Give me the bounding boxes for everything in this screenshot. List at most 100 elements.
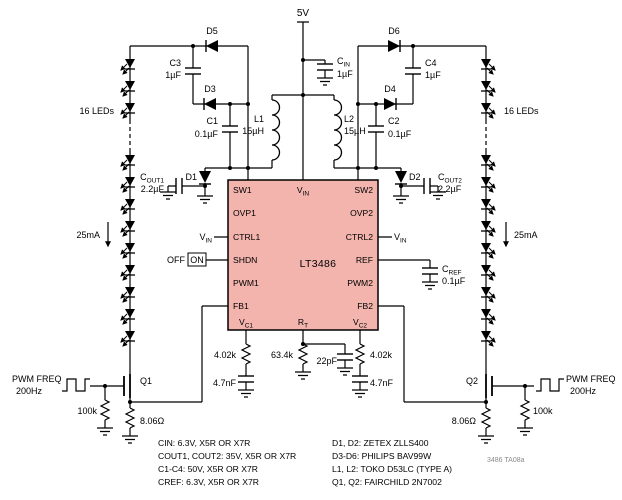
l1-ref-label: L1 <box>254 114 264 124</box>
pin-sw2: SW2 <box>354 185 373 195</box>
led-symbol <box>481 243 495 258</box>
pin-sw1: SW1 <box>233 185 252 195</box>
ground-icon <box>121 435 139 444</box>
led-symbol <box>121 199 135 214</box>
wires-pump-left <box>130 45 249 196</box>
led-current-right-label: 25mA <box>514 230 538 240</box>
led-symbol <box>481 199 495 214</box>
capacitor-cref-symbol <box>421 267 439 275</box>
c2-ref-label: C2 <box>388 116 400 126</box>
r-comp-right-label: 4.02k <box>370 350 393 360</box>
l1-value-label: 15µH <box>242 126 264 136</box>
capacitor-cout1-symbol <box>175 177 183 195</box>
d1-ref-label: D1 <box>185 172 197 182</box>
resistor-sense-left-symbol <box>125 407 135 429</box>
r-gate-left-label: 100k <box>77 406 97 416</box>
component-symbols <box>61 39 565 429</box>
resistor-sense-right-symbol <box>481 407 491 429</box>
ground-icon <box>516 427 534 436</box>
led-symbol <box>121 309 135 324</box>
square-wave-right-icon <box>535 378 565 392</box>
led-symbol <box>121 103 135 118</box>
led-symbol <box>481 103 495 118</box>
led-symbol <box>121 243 135 258</box>
wires-ic-ext <box>206 236 431 282</box>
pin-pwm2: PWM2 <box>347 278 373 288</box>
pin-vc2: VC2 <box>353 317 367 330</box>
resistor-63p4k-symbol <box>298 343 308 365</box>
diode-d3-symbol <box>203 97 217 111</box>
pwm-hz-left-label: 200Hz <box>16 386 43 396</box>
d2-ref-label: D2 <box>409 172 421 182</box>
c3-value-label: 1µF <box>165 70 181 80</box>
led-symbol <box>481 177 495 192</box>
r-comp-left-label: 4.02k <box>214 350 237 360</box>
r-sense-left-label: 8.06Ω <box>140 416 165 426</box>
d5-ref-label: D5 <box>206 26 218 36</box>
resistor-4p02k-left-symbol <box>241 343 251 365</box>
led-symbol <box>121 81 135 96</box>
wires-bottom-center <box>245 330 361 390</box>
led-symbol <box>121 287 135 302</box>
r-sense-right-label: 8.06Ω <box>452 416 477 426</box>
diode-d4-symbol <box>383 97 397 111</box>
ground-icon <box>96 427 114 436</box>
c3-ref-label: C3 <box>169 58 181 68</box>
mosfet-q2-symbol <box>485 374 493 398</box>
l2-value-label: 15µH <box>344 126 366 136</box>
cref-ref-label: CREF <box>442 264 462 277</box>
c4-value-label: 1µF <box>425 70 441 80</box>
capacitor-4p7nf-right-symbol <box>351 375 369 383</box>
wires-led-dashed <box>129 120 487 152</box>
led-string-left <box>121 59 135 346</box>
inductor-l1-symbol <box>271 99 281 161</box>
pin-pwm1: PWM1 <box>233 278 259 288</box>
cout2-value-label: 2.2µF <box>438 184 462 194</box>
pin-ovp2: OVP2 <box>350 208 373 218</box>
note-right-4: Q1, Q2: FAIRCHILD 2N7002 <box>332 477 442 487</box>
diode-d1-symbol <box>198 170 212 185</box>
led-symbol <box>481 59 495 74</box>
led-symbol <box>481 287 495 302</box>
l2-ref-label: L2 <box>344 114 354 124</box>
c2-value-label: 0.1µF <box>388 129 412 139</box>
c1-ref-label: C1 <box>206 116 218 126</box>
capacitor-4p7nf-left-symbol <box>237 375 255 383</box>
shdn-off-label: OFF <box>167 255 185 265</box>
resistor-100k-left-symbol <box>100 399 110 421</box>
ground-icon <box>392 195 410 204</box>
note-right-2: D3-D6: PHILIPS BAV99W <box>332 451 432 461</box>
note-left-4: CREF: 6.3V, X5R OR X7R <box>158 477 259 487</box>
led-symbol <box>121 221 135 236</box>
cin-value-label: 1µF <box>337 69 353 79</box>
diode-d6-symbol <box>387 39 401 53</box>
d3-ref-label: D3 <box>204 84 216 94</box>
doc-ref-label: 3486 TA08a <box>487 457 525 464</box>
pin-vc1: VC1 <box>239 317 253 330</box>
led-symbol <box>121 177 135 192</box>
led-symbol <box>481 309 495 324</box>
ground-icon <box>477 435 495 444</box>
capacitor-cout2-symbol <box>423 177 431 195</box>
cin-ref-label: CIN <box>337 56 350 69</box>
c4-ref-label: C4 <box>425 58 437 68</box>
pin-fb1: FB1 <box>233 301 249 311</box>
resistor-100k-right-symbol <box>520 399 530 421</box>
cref-value-label: 0.1µF <box>442 276 466 286</box>
diode-d2-symbol <box>394 170 408 185</box>
capacitor-c3-symbol <box>184 67 202 75</box>
pin-vin-top: VIN <box>297 185 310 198</box>
ground-icon <box>351 389 369 398</box>
led-symbol <box>481 155 495 170</box>
q1-ref-label: Q1 <box>140 376 152 386</box>
ground-icon <box>316 77 334 86</box>
note-left-1: CIN: 6.3V, X5R OR X7R <box>158 438 250 448</box>
note-left-2: COUT1, COUT2: 35V, X5R OR X7R <box>158 451 296 461</box>
led-current-left-label: 25mA <box>76 230 100 240</box>
led-symbol <box>121 265 135 280</box>
ic-part-number: LT3486 <box>300 258 337 270</box>
pin-fb2: FB2 <box>357 301 373 311</box>
cout1-ref-label: COUT1 <box>140 172 164 185</box>
